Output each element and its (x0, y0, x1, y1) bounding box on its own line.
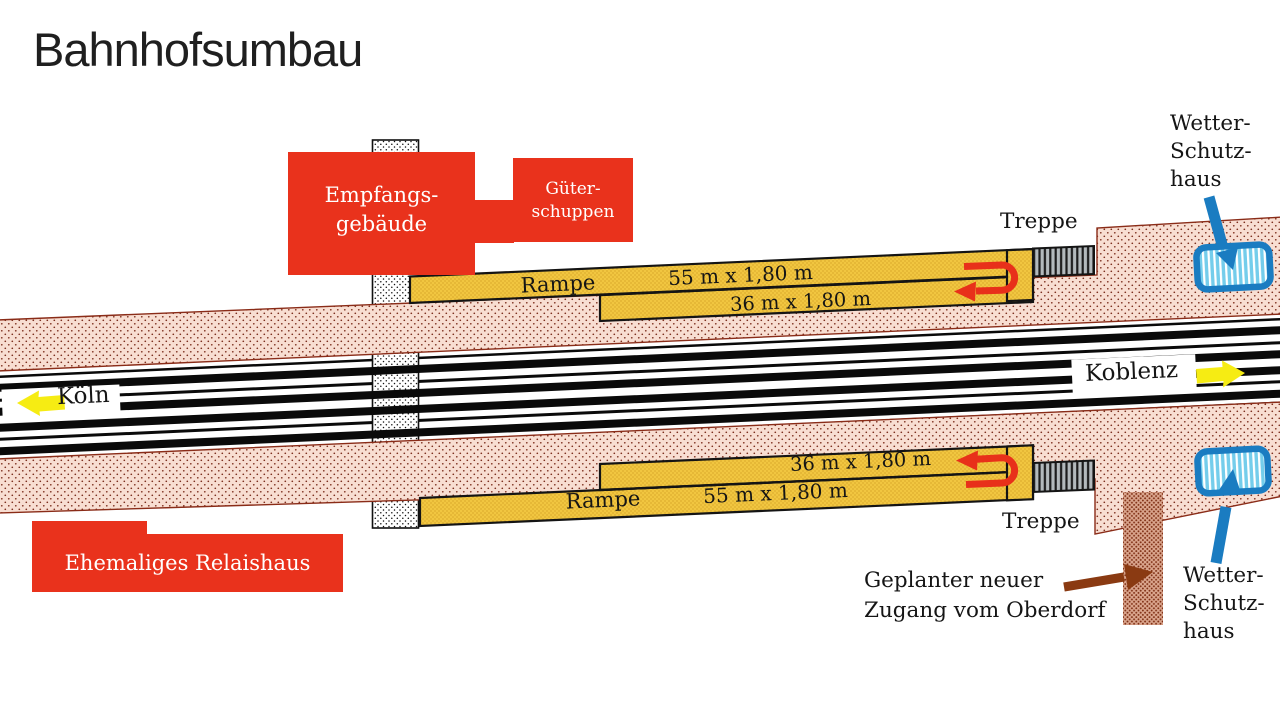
north-shelter-label: Wetter- Schutz- haus (1170, 110, 1252, 194)
goods-shed-label-line2: schuppen (531, 202, 615, 222)
goods-shed-building: Güter- schuppen (513, 158, 633, 242)
south-shelter-label-line1: Wetter- (1183, 563, 1264, 588)
north-stairs-label: Treppe (1000, 209, 1078, 234)
goods-shed-label-line1: Güter- (545, 179, 601, 199)
north-shelter-pointer-arrow-icon (1203, 195, 1238, 270)
access-note-line1: Geplanter neuer (864, 568, 1044, 593)
north-shelter-label-line1: Wetter- (1170, 111, 1251, 136)
rail-thick-lines (0, 326, 1280, 456)
access-pointer-arrow-icon (1063, 564, 1153, 592)
south-ramp-turn-arrow-icon (956, 450, 1019, 488)
south-shelter-label-line3: haus (1183, 619, 1235, 644)
koblenz-label-plate (1071, 354, 1197, 394)
south-ramp (418, 444, 1035, 528)
relay-house-building: Ehemaliges Relaishaus (32, 534, 343, 592)
south-stairs (1032, 459, 1095, 494)
reception-building-label-line1: Empfangs- (324, 183, 439, 207)
planned-access-path (1123, 492, 1163, 625)
north-stairs (1032, 244, 1095, 278)
south-shelter-label-line2: Schutz- (1183, 591, 1265, 616)
reception-building: Empfangs- gebäude (288, 152, 475, 275)
relay-house-label: Ehemaliges Relaishaus (64, 551, 311, 575)
south-shelter-pointer-arrow-icon (1210, 469, 1241, 564)
building-connector (474, 200, 514, 243)
koeln-direction-arrow-icon (17, 390, 65, 416)
south-ramp-label: Rampe (565, 486, 641, 514)
south-shelter-label: Wetter- Schutz- haus (1183, 562, 1265, 646)
relay-house-annex (32, 521, 147, 536)
south-stairs-label: Treppe (1002, 509, 1080, 534)
direction-label-koblenz: Koblenz (1084, 357, 1179, 387)
north-shelter-label-line2: Schutz- (1170, 139, 1252, 164)
direction-label-koeln: Köln (56, 381, 111, 411)
koblenz-direction-arrow-icon (1196, 360, 1245, 388)
north-shelter-label-line3: haus (1170, 167, 1222, 192)
reception-building-label-line2: gebäude (335, 212, 428, 236)
north-ramp-label: Rampe (520, 270, 596, 298)
access-note: Geplanter neuer Zugang vom Oberdorf (864, 566, 1105, 626)
page-title: Bahnhofsumbau (33, 23, 363, 76)
north-ramp-turn-arrow-icon (954, 261, 1019, 302)
access-note-line2: Zugang vom Oberdorf (864, 598, 1106, 623)
